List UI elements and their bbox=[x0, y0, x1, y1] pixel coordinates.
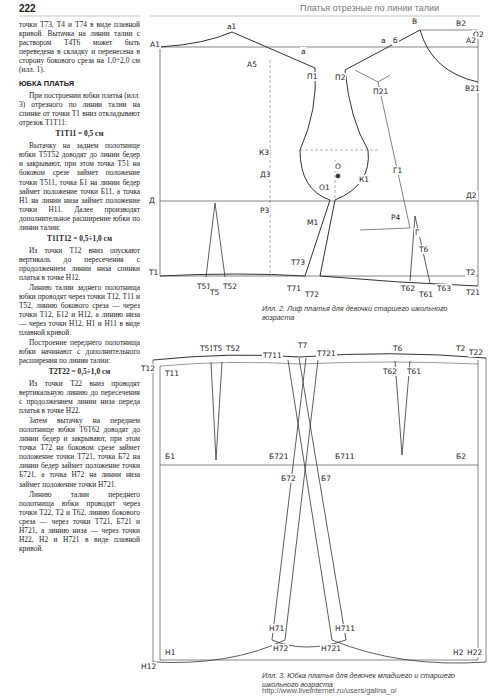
point-label: Н711 bbox=[334, 624, 356, 633]
body-paragraph: Вытачку на заднем полотнище юбки Т5Т52 д… bbox=[19, 141, 140, 231]
pattern-line bbox=[420, 30, 478, 82]
point-label: П21 bbox=[372, 87, 389, 96]
point-label: Б7 bbox=[320, 474, 332, 483]
point-label: А5 bbox=[246, 60, 258, 69]
pattern-line bbox=[160, 30, 478, 286]
section-heading: ЮБКА ПЛАТЬЯ bbox=[19, 79, 140, 88]
point-label: Д3 bbox=[259, 170, 272, 179]
point-label: Д2 bbox=[465, 191, 478, 200]
point-label: Т22 bbox=[468, 348, 484, 357]
point-label: Т61 bbox=[406, 367, 422, 376]
point-label: О bbox=[334, 162, 342, 171]
point-label: Р4 bbox=[390, 213, 401, 222]
point-label: Т52 bbox=[225, 344, 241, 353]
pattern-line bbox=[272, 358, 346, 640]
pattern-line bbox=[336, 174, 340, 178]
point-label: Т62 bbox=[382, 367, 398, 376]
point-label: П1 bbox=[306, 72, 318, 81]
watermark: http://www.liveinternet.ru/users/galina_… bbox=[262, 686, 397, 695]
point-label: П2 bbox=[334, 73, 346, 82]
point-label: Т71 bbox=[286, 284, 302, 293]
point-label: Т7 bbox=[297, 341, 308, 350]
formula: Т11Т12 = 0,5÷1,0 см bbox=[19, 234, 140, 243]
point-label: Т63 bbox=[436, 284, 452, 293]
point-label: Т72 bbox=[304, 290, 320, 299]
body-paragraph: Из точки Т22 вниз проводят вертикальную … bbox=[19, 379, 140, 415]
figure-caption: Илл. 2. Лиф платья для девочки старшего … bbox=[262, 304, 472, 322]
point-label: Т5 bbox=[209, 288, 220, 297]
pattern-line bbox=[345, 30, 420, 70]
point-label: Б711 bbox=[334, 452, 355, 461]
body-paragraph: При построении юбки платья (илл. 3) отре… bbox=[19, 91, 140, 127]
point-label: К3 bbox=[258, 148, 270, 157]
pattern-line bbox=[270, 60, 380, 276]
point-label: Т6 bbox=[392, 344, 403, 353]
point-label: Т11 bbox=[164, 369, 180, 378]
point-label: Т62 bbox=[400, 284, 416, 293]
point-label: О1 bbox=[318, 183, 331, 192]
point-label: а1 bbox=[226, 22, 237, 31]
point-label: Т1 bbox=[148, 268, 159, 277]
point-label: Б2 bbox=[455, 452, 467, 461]
formula: Т2Т22 = 0,5÷1,0 см bbox=[19, 367, 140, 376]
point-label: Г bbox=[414, 228, 421, 237]
point-label: Б72 bbox=[280, 474, 297, 483]
pattern-line bbox=[153, 640, 486, 663]
point-label: А1 bbox=[149, 40, 161, 49]
point-label: К1 bbox=[358, 175, 370, 184]
point-label: Р3 bbox=[259, 206, 270, 215]
point-label: Т21 bbox=[465, 288, 481, 297]
body-paragraph: Линию талии переднего полотнища юбки про… bbox=[19, 490, 140, 553]
skirt-draft bbox=[153, 354, 486, 663]
point-label: Т2 bbox=[455, 344, 466, 353]
point-label: М1 bbox=[306, 218, 319, 227]
body-paragraph: Затем вытачку на переднем полотнище юбки… bbox=[19, 416, 140, 488]
point-label: Т73 bbox=[290, 258, 306, 267]
point-label: Н1 bbox=[164, 648, 176, 657]
point-label: Б1 bbox=[164, 452, 176, 461]
point-label: Н71 bbox=[268, 624, 285, 633]
formula: Т1Т11 = 0,5 см bbox=[19, 129, 140, 138]
page-number: 222 bbox=[19, 3, 36, 14]
pattern-line bbox=[153, 358, 486, 662]
point-label: Т721 bbox=[316, 349, 337, 358]
point-label: Т6 bbox=[418, 245, 429, 254]
point-label: б bbox=[392, 36, 399, 45]
point-label: Т52 bbox=[222, 282, 238, 291]
point-label: Д bbox=[148, 196, 156, 205]
point-label: Г1 bbox=[392, 166, 403, 175]
pattern-line bbox=[160, 362, 478, 366]
pattern-line bbox=[206, 203, 430, 283]
point-label: Т12 bbox=[140, 364, 156, 373]
pattern-line bbox=[355, 70, 410, 230]
point-label: а bbox=[380, 36, 387, 45]
point-label: В2 bbox=[455, 19, 467, 28]
point-label: а bbox=[300, 47, 307, 56]
point-label: Б721 bbox=[268, 452, 289, 461]
point-label: Н72 bbox=[272, 644, 289, 653]
point-label: В21 bbox=[464, 84, 481, 93]
pattern-line bbox=[300, 68, 330, 200]
point-label: Т2 bbox=[465, 268, 476, 277]
body-paragraph: Линию талии заднего полотнища юбки прово… bbox=[19, 283, 140, 337]
point-label: Т711 bbox=[262, 351, 283, 360]
point-label: Т5 bbox=[212, 344, 223, 353]
body-paragraph: Из точки Т12 вниз опускают вертикаль до … bbox=[19, 246, 140, 282]
pattern-line bbox=[160, 32, 315, 68]
pattern-line bbox=[211, 361, 410, 460]
body-paragraph: точки Т73, Т4 и Т74 в виде плавной криво… bbox=[19, 20, 140, 74]
point-label: Н2 bbox=[452, 648, 464, 657]
point-label: В bbox=[411, 17, 418, 26]
text-column: точки Т73, Т4 и Т74 в виде плавной криво… bbox=[19, 20, 140, 554]
point-label: А2 bbox=[465, 36, 477, 45]
point-label: Н12 bbox=[140, 662, 157, 671]
running-header: Платья отрезные по линии талии bbox=[300, 3, 439, 13]
point-label: Т61 bbox=[418, 290, 434, 299]
bodice-draft bbox=[160, 30, 478, 286]
point-label: Н721 bbox=[320, 644, 342, 653]
point-label: Н22 bbox=[466, 648, 483, 657]
body-paragraph: Построение переднего полотнища юбки начи… bbox=[19, 338, 140, 365]
pattern-line bbox=[305, 200, 335, 276]
